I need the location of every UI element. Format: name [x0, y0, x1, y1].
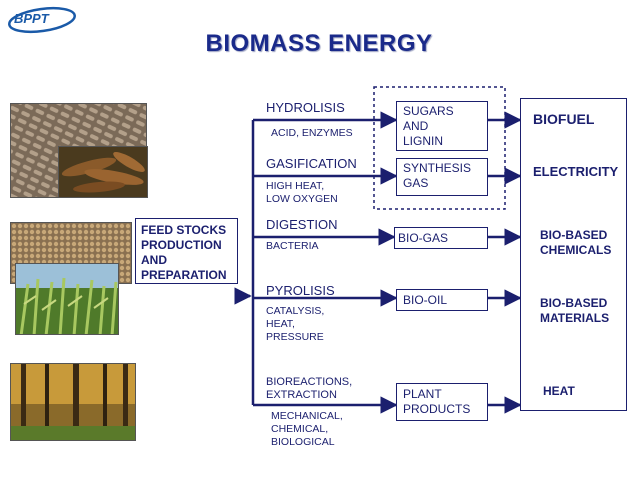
forest-photo	[10, 363, 136, 441]
process-bioreactions-detail: MECHANICAL, CHEMICAL, BIOLOGICAL	[271, 410, 343, 448]
cassava-image	[59, 147, 147, 197]
process-pyrolisis-detail: CATALYSIS, HEAT, PRESSURE	[266, 305, 325, 343]
process-pyrolisis: PYROLISIS	[266, 283, 335, 298]
page-title: BIOMASS ENERGY	[205, 30, 433, 57]
corn-field-photo	[15, 263, 119, 335]
intermediate-synthesis-gas: SYNTHESIS GAS	[396, 158, 488, 196]
process-hydrolisis-detail: ACID, ENZYMES	[271, 127, 353, 139]
logo-text: BPPT	[14, 11, 49, 26]
process-gasification-detail: HIGH HEAT, LOW OXYGEN	[266, 180, 338, 205]
feedstock-box: FEED STOCKS PRODUCTION AND PREPARATION	[135, 218, 238, 284]
process-digestion-detail: BACTERIA	[266, 240, 319, 252]
outputs-box	[520, 98, 627, 411]
intermediate-plant-products-label: PLANT PRODUCTS	[403, 387, 471, 416]
output-bio-based-materials: BIO-BASED MATERIALS	[540, 296, 610, 325]
intermediate-bio-oil: BIO-OIL	[396, 289, 488, 311]
intermediate-bio-gas-label: BIO-GAS	[398, 231, 449, 245]
intermediate-bio-gas: BIO-GAS	[394, 227, 488, 249]
process-digestion: DIGESTION	[266, 217, 338, 232]
intermediate-plant-products: PLANT PRODUCTS	[396, 383, 488, 421]
forest-image	[11, 364, 135, 440]
cassava-photo	[58, 146, 148, 198]
output-bio-based-chemicals: BIO-BASED CHEMICALS	[540, 228, 612, 257]
intermediate-bio-oil-label: BIO-OIL	[403, 293, 448, 307]
logo-swoosh-icon	[8, 6, 76, 34]
output-biofuel: BIOFUEL	[533, 111, 595, 127]
output-heat: HEAT	[543, 384, 575, 398]
intermediate-sugars-lignin: SUGARS AND LIGNIN	[396, 101, 488, 151]
process-bioreactions: BIOREACTIONS, EXTRACTION	[266, 376, 353, 401]
intermediate-sugars-lignin-label: SUGARS AND LIGNIN	[403, 104, 454, 148]
process-gasification: GASIFICATION	[266, 156, 357, 171]
logo: BPPT	[6, 4, 78, 34]
corn-field-image	[16, 264, 118, 334]
process-hydrolisis: HYDROLISIS	[266, 100, 345, 115]
feedstock-label: FEED STOCKS PRODUCTION AND PREPARATION	[141, 223, 227, 282]
intermediate-synthesis-gas-label: SYNTHESIS GAS	[403, 161, 472, 190]
output-electricity: ELECTRICITY	[533, 164, 619, 179]
